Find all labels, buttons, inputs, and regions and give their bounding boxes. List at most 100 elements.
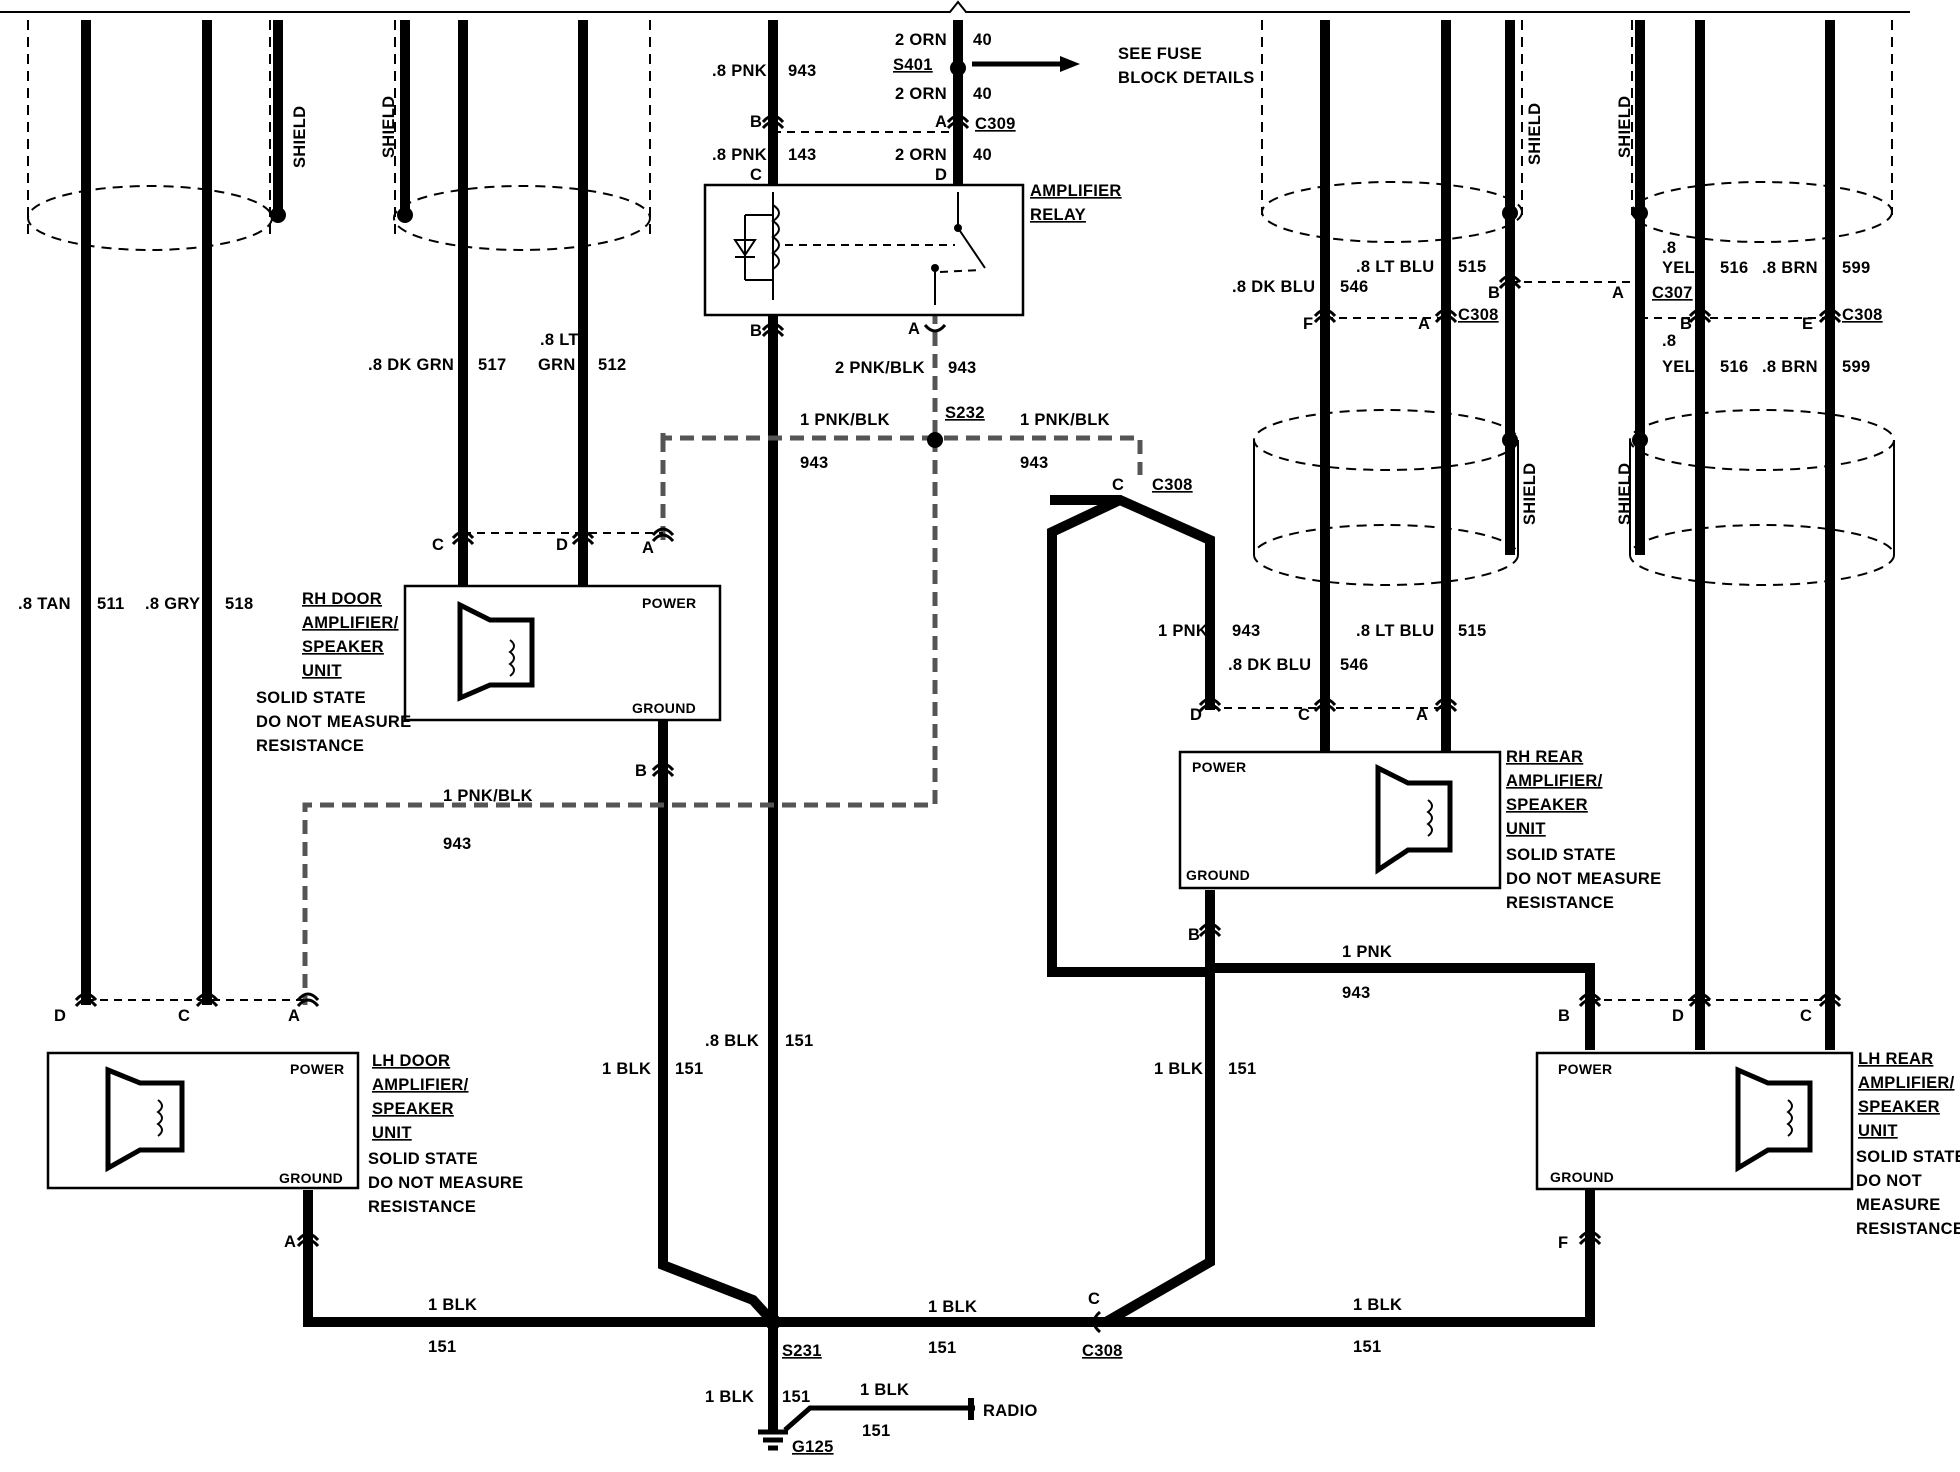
pin-label: A (642, 539, 654, 557)
rh-rear-title: SPEAKER (1506, 796, 1588, 814)
wire-size: 1 BLK (602, 1060, 651, 1078)
rh-rear-title: AMPLIFIER/ (1506, 772, 1603, 790)
rh-rear-box (1178, 750, 1502, 890)
c308-label: C308 (1152, 476, 1193, 494)
amplifier-relay-box (703, 183, 1025, 317)
wire-size: 1 PNK/BLK (1020, 411, 1110, 429)
rh-door-power: POWER (642, 595, 696, 611)
wire-circuit: 517 (478, 356, 506, 374)
shield-label: SHIELD (1616, 463, 1634, 525)
wire-circuit: 943 (948, 359, 976, 377)
pin-label: C (178, 1007, 190, 1025)
wire-size: 1 BLK (428, 1296, 477, 1314)
wire-size: 1 BLK (705, 1388, 754, 1406)
rh-rear-note: SOLID STATE (1506, 846, 1616, 864)
pin-label: A (1418, 315, 1430, 333)
wire-size: .8 BLK (705, 1032, 759, 1050)
wire-size: 1 BLK (1353, 1296, 1402, 1314)
pin-label: D (935, 166, 947, 184)
lh-door-title: AMPLIFIER/ (372, 1076, 469, 1094)
wire-size: .8 BRN (1762, 259, 1818, 277)
wire-size: .8 BRN (1762, 358, 1818, 376)
wire-size: .8 LT BLU (1356, 622, 1434, 640)
wire-size: .8 LT (540, 331, 579, 349)
pin-label: A (288, 1007, 300, 1025)
rh-door-note: RESISTANCE (256, 737, 364, 755)
lh-rear-note: SOLID STATE (1856, 1148, 1960, 1166)
shield-label: SHIELD (1526, 103, 1544, 165)
wire-circuit: 40 (973, 85, 992, 103)
pin-label: B (1558, 1007, 1570, 1025)
wire-size: 2 ORN (895, 31, 947, 49)
radio-label: RADIO (983, 1402, 1038, 1420)
speaker-icon (105, 1066, 185, 1173)
connector-symbols (74, 114, 1842, 1334)
wire-size: 1 BLK (860, 1381, 909, 1399)
c308-label: C308 (1082, 1342, 1123, 1360)
wire-circuit: 151 (1353, 1338, 1381, 1356)
lh-rear-title: LH REAR (1858, 1050, 1933, 1068)
pin-label: B (1188, 926, 1200, 944)
wire-size: YEL (1662, 358, 1695, 376)
rh-rear-note: DO NOT MEASURE (1506, 870, 1661, 888)
rh-door-note: DO NOT MEASURE (256, 713, 411, 731)
lh-rear-title: UNIT (1858, 1122, 1898, 1140)
lh-rear-box (1535, 1051, 1854, 1191)
lh-rear-ground: GROUND (1550, 1169, 1614, 1185)
wire-circuit: 599 (1842, 358, 1870, 376)
fuse-note: SEE FUSE (1118, 45, 1202, 63)
wire-circuit: 151 (862, 1422, 890, 1440)
wire-size: 2 ORN (895, 146, 947, 164)
wire-size: .8 TAN (18, 595, 71, 613)
wire-circuit: 151 (785, 1032, 813, 1050)
lh-door-power: POWER (290, 1061, 344, 1077)
pin-label: D (54, 1007, 66, 1025)
wire-circuit: 518 (225, 595, 253, 613)
pin-label: A (935, 113, 947, 131)
lh-door-note: SOLID STATE (368, 1150, 478, 1168)
wire-circuit: 943 (788, 62, 816, 80)
pin-label: A (908, 320, 920, 338)
wire-size: .8 PNK (712, 62, 767, 80)
shield-label: SHIELD (291, 106, 309, 168)
wire-circuit: 546 (1340, 278, 1368, 296)
wire-circuit: 943 (1342, 984, 1370, 1002)
wire-size: 1 BLK (1154, 1060, 1203, 1078)
lh-rear-note: MEASURE (1856, 1196, 1941, 1214)
s231-label: S231 (782, 1342, 822, 1360)
wire-circuit: 151 (675, 1060, 703, 1078)
pin-label: C (1800, 1007, 1812, 1025)
lh-door-title: LH DOOR (372, 1052, 450, 1070)
wire-circuit: 512 (598, 356, 626, 374)
rh-rear-note: RESISTANCE (1506, 894, 1614, 912)
rh-door-title: RH DOOR (302, 590, 382, 608)
relay-internals-icon (733, 192, 986, 305)
wire-size: .8 LT BLU (1356, 258, 1434, 276)
wire-size: 1 PNK (1158, 622, 1208, 640)
rh-rear-title: UNIT (1506, 820, 1546, 838)
top-break-line (0, 0, 1910, 13)
lh-rear-title: AMPLIFIER/ (1858, 1074, 1955, 1092)
wire-size: .8 GRY (145, 595, 200, 613)
wire-circuit: 515 (1458, 622, 1486, 640)
lh-rear-note: RESISTANCE (1856, 1220, 1960, 1238)
wire-circuit: 40 (973, 31, 992, 49)
wire-size: 1 BLK (928, 1298, 977, 1316)
rh-rear-ground: GROUND (1186, 867, 1250, 883)
pin-label: D (1190, 706, 1202, 724)
shield-label: SHIELD (1616, 96, 1634, 158)
pin-label: C (432, 536, 444, 554)
shield-label: SHIELD (380, 96, 398, 158)
wire-size: 2 PNK/BLK (835, 359, 925, 377)
lh-door-note: RESISTANCE (368, 1198, 476, 1216)
wire-circuit: 516 (1720, 358, 1748, 376)
rh-rear-power: POWER (1192, 759, 1246, 775)
lh-door-title: UNIT (372, 1124, 412, 1142)
pin-label: C (1112, 476, 1124, 494)
wire-size: .8 DK BLU (1232, 278, 1315, 296)
wire-size: 2 ORN (895, 85, 947, 103)
lh-door-note: DO NOT MEASURE (368, 1174, 523, 1192)
s401-label: S401 (893, 56, 933, 74)
wire-circuit: 515 (1458, 258, 1486, 276)
wire-size: .8 DK BLU (1228, 656, 1311, 674)
